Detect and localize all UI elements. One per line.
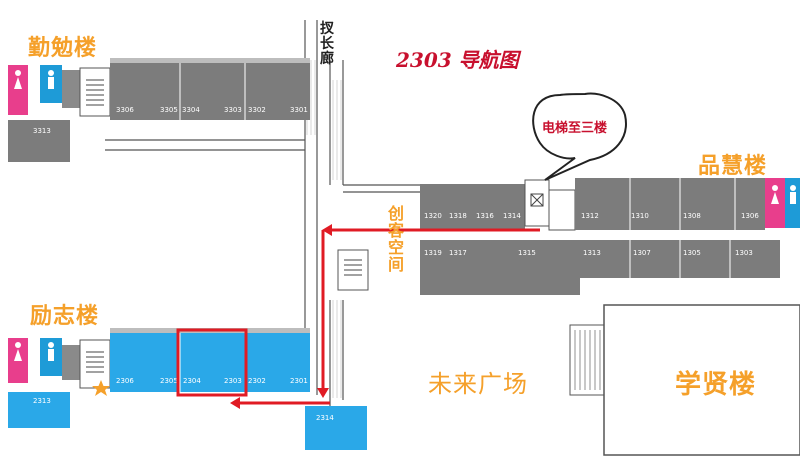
corridor-outlines (105, 20, 420, 410)
room-2305: 2305 (160, 377, 178, 385)
room-1320: 1320 (424, 212, 442, 220)
elevator-bubble (532, 92, 627, 181)
corridor-long-label: 扠长廊 (320, 21, 334, 67)
lizhi-building (8, 328, 367, 450)
room-2302: 2302 (248, 377, 266, 385)
room-2304: 2304 (183, 377, 201, 385)
room-1306: 1306 (741, 212, 759, 220)
building-label-lizhi: 励志楼 (30, 304, 100, 329)
building-label-pinhui: 品慧楼 (698, 154, 768, 179)
building-label-xuexian: 学贤楼 (675, 370, 757, 400)
room-3305: 3305 (160, 106, 178, 114)
room-1303: 1303 (735, 249, 753, 257)
room-3313: 3313 (33, 127, 51, 135)
room-3306: 3306 (116, 106, 134, 114)
room-1318: 1318 (449, 212, 467, 220)
stairs-icon (86, 79, 104, 106)
qinmian-building (8, 58, 310, 162)
room-1316: 1316 (476, 212, 494, 220)
page-title: 2303 导航图 (396, 48, 519, 72)
restroom-female-block (8, 65, 28, 115)
room-2303: 2303 (224, 377, 242, 385)
room-3301: 3301 (290, 106, 308, 114)
room-1307: 1307 (633, 249, 651, 257)
room-1308: 1308 (683, 212, 701, 220)
room-3304: 3304 (182, 106, 200, 114)
room-2313: 2313 (33, 397, 51, 405)
restroom-female-icon (14, 70, 779, 361)
corridor-innovation-label: 创客空间 (387, 204, 404, 274)
room-1314: 1314 (503, 212, 521, 220)
elevator-note: 电梯至三楼 (542, 121, 608, 136)
route-arrowheads (230, 224, 332, 409)
highlight-2303-box (176, 328, 248, 397)
room-2314-block (305, 406, 367, 450)
room-1312: 1312 (581, 212, 599, 220)
plaza-label: 未来广场 (428, 370, 528, 398)
xuexian-building (569, 304, 800, 456)
room-2306: 2306 (116, 377, 134, 385)
room-1315: 1315 (518, 249, 536, 257)
building-label-qinmian: 勤勉楼 (28, 36, 98, 61)
room-labels: 3306 3305 3304 3303 3302 3301 3313 2306 … (33, 106, 759, 422)
room-1317: 1317 (449, 249, 467, 257)
star-icon (92, 380, 110, 396)
room-1319: 1319 (424, 249, 442, 257)
room-1310: 1310 (631, 212, 649, 220)
room-3302: 3302 (248, 106, 266, 114)
room-1305: 1305 (683, 249, 701, 257)
restroom-male-icon (48, 70, 796, 361)
elevator-icon (530, 193, 544, 207)
route-path (236, 228, 540, 405)
room-3303: 3303 (224, 106, 242, 114)
room-2301: 2301 (290, 377, 308, 385)
room-1313: 1313 (583, 249, 601, 257)
room-2314: 2314 (316, 414, 334, 422)
pinhui-building (337, 178, 800, 295)
